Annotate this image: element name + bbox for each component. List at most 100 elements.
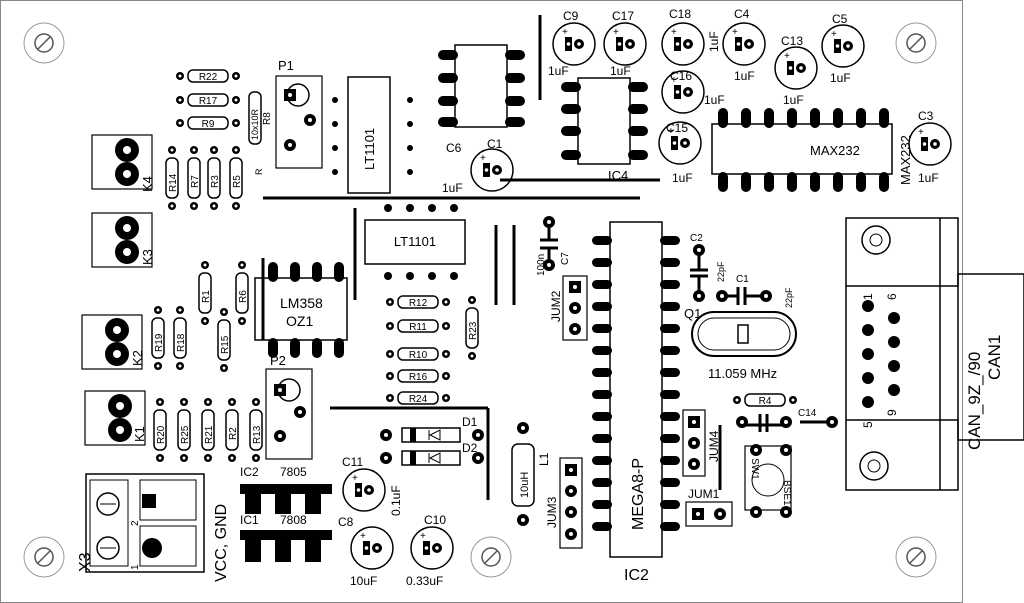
- c6-label: C6: [446, 141, 462, 155]
- r10-label: R10: [409, 350, 428, 361]
- c8-value: 10uF: [350, 574, 377, 588]
- p2-label: P2: [270, 353, 286, 368]
- k3-label: K3: [140, 249, 155, 265]
- r8-value: 10x10R: [250, 108, 260, 140]
- x3-pin1: 1: [130, 564, 141, 570]
- mounting-hole-tl: [23, 22, 65, 64]
- c9-value: 1uF: [548, 64, 569, 78]
- r23-label: R23: [468, 321, 479, 340]
- can-pin1: 1: [861, 293, 875, 300]
- l1-label: L1: [537, 452, 551, 466]
- connector-can1: [845, 217, 1024, 491]
- x3-pin2: 2: [130, 520, 141, 526]
- connector-x3: [85, 473, 205, 573]
- c17-label: C17: [612, 9, 634, 23]
- r14-label: R14: [168, 173, 179, 192]
- k2-label: K2: [130, 350, 145, 366]
- ic2-label: IC2: [624, 567, 649, 584]
- ic-lt1101-top: [347, 76, 391, 194]
- cap-c13: [774, 46, 818, 90]
- c16-value: 1uF: [704, 93, 725, 107]
- ic-dip8-top: [454, 44, 508, 128]
- c8-label: C8: [338, 515, 354, 529]
- lt1101b-label: LT1101: [394, 234, 436, 249]
- crystal-freq: 11.059 MHz: [708, 366, 777, 381]
- c15-value: 1uF: [672, 171, 693, 185]
- c9-label: C9: [563, 9, 579, 23]
- p1-label: P1: [278, 58, 294, 73]
- cap-c9: [552, 22, 596, 66]
- r16-label: R16: [409, 372, 428, 383]
- c2-value: 22pF: [716, 261, 726, 282]
- cap-c3: [908, 122, 952, 166]
- mounting-hole-bl: [23, 536, 65, 578]
- ic1-label: IC1: [240, 513, 259, 527]
- jumper-jum1: [685, 501, 733, 527]
- c11-value: 0.1uF: [389, 485, 403, 516]
- lt1101a-label: LT1101: [362, 128, 377, 170]
- r1-label: R1: [201, 290, 212, 303]
- cap-c1: [722, 287, 766, 305]
- d2-label: D2: [462, 441, 478, 455]
- jumper-jum4: [682, 409, 706, 477]
- regulator-7808: [240, 530, 332, 540]
- r13-label: R13: [252, 425, 263, 444]
- cap-c17: [603, 22, 647, 66]
- can-pin5: 5: [861, 421, 875, 428]
- can1-label: CAN1: [985, 335, 1004, 380]
- r20-label: R20: [156, 425, 167, 444]
- diode-d1: [380, 427, 484, 443]
- k4-label: K4: [140, 176, 155, 192]
- jum1-label: JUM1: [688, 487, 720, 501]
- r24-label: R24: [409, 394, 428, 405]
- c18-value: 1uF: [707, 31, 721, 52]
- regulator-7805: [240, 484, 332, 494]
- k1-label: K1: [132, 426, 147, 442]
- r25-label: R25: [180, 425, 191, 444]
- resistor-r8: [248, 91, 262, 145]
- mounting-hole-tr: [895, 22, 937, 64]
- r4-label: R4: [759, 396, 772, 407]
- ic2-reg-label: IC2: [240, 465, 259, 479]
- c17-value: 1uF: [610, 64, 631, 78]
- ic-lt1101-middle: [364, 219, 466, 265]
- r21-label: R21: [204, 425, 215, 444]
- r22-label: R22: [199, 72, 218, 83]
- r3-label: R3: [210, 175, 221, 188]
- cap-c8: [350, 526, 394, 570]
- r12-label: R12: [409, 298, 428, 309]
- r11-label: R11: [409, 322, 427, 333]
- q1-label: Q1: [684, 306, 701, 321]
- cap-c14: [758, 414, 769, 432]
- r9-label: R9: [202, 119, 215, 130]
- oz1-label: OZ1: [286, 313, 313, 329]
- diode-d2: [380, 450, 484, 466]
- board-outline: [0, 0, 963, 603]
- c5-label: C5: [832, 12, 848, 26]
- cap-c10: [410, 526, 454, 570]
- r2-label: R2: [228, 427, 239, 440]
- max232b-label: MAX232: [898, 135, 913, 185]
- c10-label: C10: [424, 513, 446, 527]
- c1-label: C1: [736, 274, 749, 285]
- c1-value: 22pF: [784, 287, 794, 308]
- crystal-q1: [691, 311, 797, 357]
- ic-max232: [711, 123, 893, 175]
- mounting-hole-br: [895, 536, 937, 578]
- ic-lm358: [254, 277, 348, 341]
- c15-label: C15: [666, 121, 688, 135]
- sw1-sub-label: BSE1: [781, 480, 792, 506]
- jum4-label: JUM4: [707, 430, 721, 462]
- cap-c2: [690, 250, 708, 296]
- c18-label: C18: [669, 7, 691, 21]
- r6-label: R6: [238, 290, 249, 303]
- c3-value: 1uF: [918, 171, 939, 185]
- reg-7805: 7805: [280, 465, 307, 479]
- sw1-label: SW1: [749, 458, 760, 480]
- cap-c11: [342, 468, 386, 512]
- c3-label: C3: [918, 109, 934, 123]
- mcu-pins: [592, 236, 680, 531]
- max232-label: MAX232: [810, 143, 860, 158]
- c13-value: 1uF: [783, 93, 804, 107]
